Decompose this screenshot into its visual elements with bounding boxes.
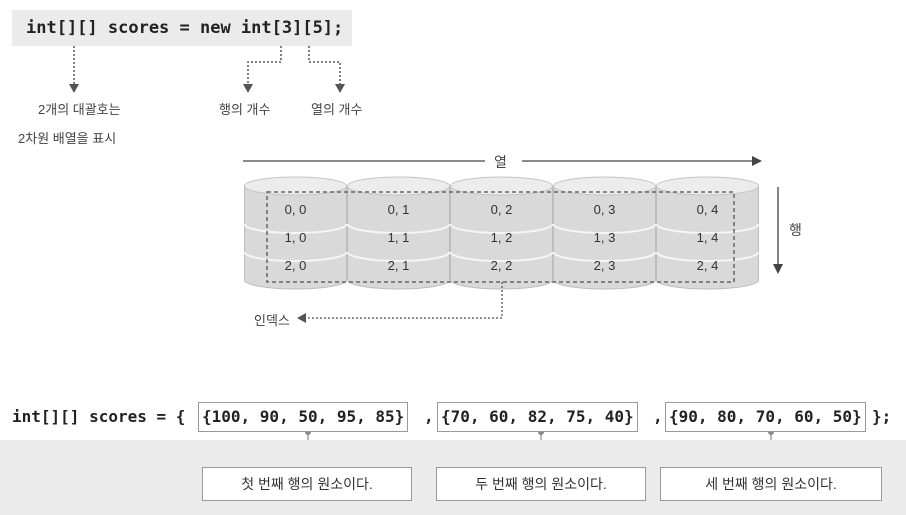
row-divider [346, 223, 451, 234]
array-cell-label: 0, 0 [284, 202, 307, 217]
cylinder-body [450, 185, 553, 290]
index-highlight-box [266, 191, 735, 283]
cylinder-top [347, 176, 450, 196]
rows-count-label: 행의 개수 [219, 102, 271, 117]
array-cell-label: 2, 3 [593, 258, 616, 273]
cols-count-label: 열의 개수 [311, 102, 363, 117]
array-cell-label: 1, 3 [593, 230, 616, 245]
array-cell-label: 2, 0 [284, 258, 307, 273]
row-divider [243, 223, 348, 234]
array-cell-label: 0, 1 [387, 202, 410, 217]
array-cell-label: 2, 2 [490, 258, 513, 273]
row-divider [552, 251, 657, 262]
initializer-suffix: }; [872, 407, 892, 426]
group-separator-1: , [424, 407, 434, 426]
array-cell-label: 0, 2 [490, 202, 513, 217]
row-axis-label: 행 [789, 222, 802, 238]
group-separator-2: , [653, 407, 663, 426]
array-cell-label: 0, 4 [696, 202, 719, 217]
row-divider [449, 223, 554, 234]
array-cell-label: 1, 0 [284, 230, 307, 245]
cylinder-body [656, 185, 759, 290]
column-axis-label: 열 [494, 154, 507, 170]
array-cell-label: 1, 4 [696, 230, 719, 245]
cylinder-top [656, 176, 759, 196]
cylinder-top [244, 176, 347, 196]
initializer-prefix: int[][] scores = { [12, 407, 186, 426]
array-cell-label: 1, 1 [387, 230, 410, 245]
callout-row-1: 첫 번째 행의 원소이다. [202, 467, 412, 501]
declaration-code: int[][] scores = new int[3][5]; [12, 10, 352, 46]
row-group-3: {90, 80, 70, 60, 50} [665, 402, 866, 432]
row-group-1: {100, 90, 50, 95, 85} [198, 402, 409, 432]
array-cell-label: 0, 3 [593, 202, 616, 217]
callout-row-2: 두 번째 행의 원소이다. [436, 467, 646, 501]
array-cell-label: 2, 1 [387, 258, 410, 273]
cylinder-top [450, 176, 553, 196]
row-divider [552, 223, 657, 234]
cylinder-top [553, 176, 656, 196]
row-divider [346, 251, 451, 262]
brackets-label-2: 2차원 배열을 표시 [18, 131, 117, 146]
callout-row-3: 세 번째 행의 원소이다. [660, 467, 882, 501]
brackets-label-1: 2개의 대괄호는 [38, 102, 121, 117]
row-divider [449, 251, 554, 262]
array-cell-label: 2, 4 [696, 258, 719, 273]
row-divider [655, 223, 760, 234]
row-divider [243, 251, 348, 262]
row-divider [655, 251, 760, 262]
array-cell-label: 1, 2 [490, 230, 513, 245]
row-group-2: {70, 60, 82, 75, 40} [437, 402, 638, 432]
index-label: 인덱스 [254, 313, 290, 328]
